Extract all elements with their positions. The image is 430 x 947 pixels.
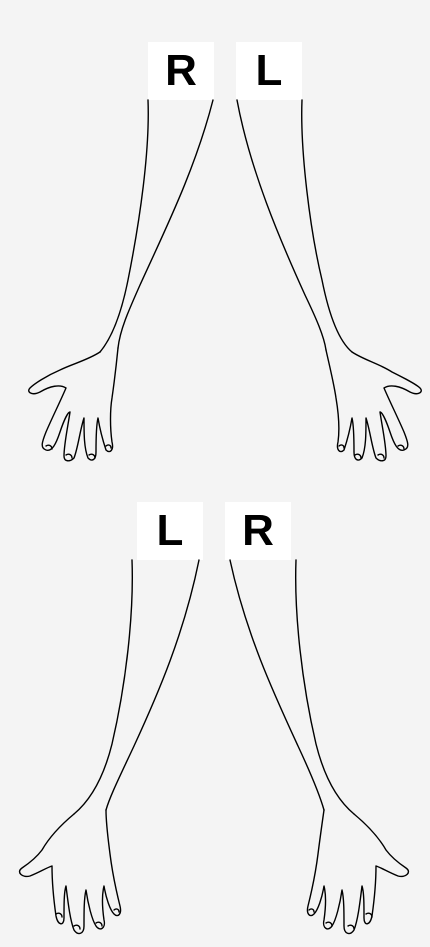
arms-outline-bottom [0,474,430,947]
left-arm-outline [237,100,421,461]
arms-outline-top [0,0,430,474]
left-arm-outline-bottom [20,560,199,933]
top-arms-view: R L [0,0,430,474]
right-arm-outline [29,100,213,461]
bottom-arms-view: L R [0,474,430,947]
right-arm-outline-bottom [230,560,408,933]
